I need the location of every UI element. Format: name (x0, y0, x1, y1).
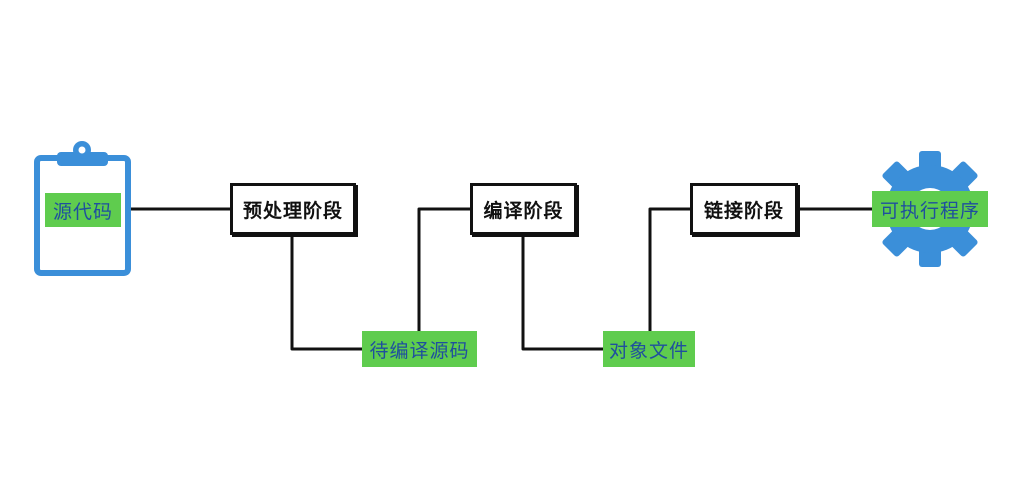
connector-preprocess-pending (290, 233, 364, 351)
stage-preprocess: 预处理阶段 (230, 183, 356, 235)
connector-pending-compile (417, 207, 472, 333)
label-source-code: 源代码 (45, 193, 121, 227)
stage-link: 链接阶段 (690, 183, 798, 235)
connectors (127, 207, 874, 351)
connector-object-link (648, 207, 692, 333)
label-pending-source: 待编译源码 (362, 331, 477, 367)
stage-compile: 编译阶段 (470, 183, 577, 235)
connector-compile-object (521, 233, 605, 351)
label-object-file: 对象文件 (603, 331, 695, 367)
label-executable: 可执行程序 (872, 191, 988, 227)
